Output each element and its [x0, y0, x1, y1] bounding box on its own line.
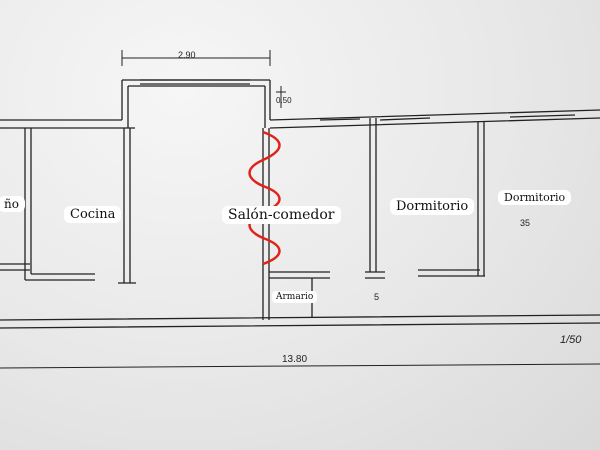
room-label-dormitorio-1: Dormitorio	[390, 198, 475, 215]
room-label-salon-comedor: Salón-comedor	[222, 206, 341, 224]
wall-window-bay	[121, 79, 271, 128]
dimension-wall-offset: 0.50	[276, 96, 292, 105]
scale-label: 1/50	[560, 334, 582, 346]
dimension-line-bottom	[0, 363, 600, 369]
room-label-bano: ño	[0, 196, 25, 212]
dimension-line-top	[121, 50, 271, 66]
note-35: 35	[520, 218, 531, 228]
wall-dorm1-right	[477, 122, 485, 276]
wall-bano-bottom	[0, 263, 30, 271]
wall-top-left	[0, 119, 135, 129]
red-zigzag-annotation	[248, 130, 281, 266]
room-label-dormitorio-2: Dormitorio	[498, 190, 572, 205]
wall-cocina-left	[24, 128, 32, 280]
window-mark-bay	[140, 79, 250, 85]
window-mark-right	[319, 114, 576, 121]
wall-cocina-bottom	[25, 273, 95, 281]
wall-top-right	[269, 109, 600, 129]
dimension-width-window: 2.90	[178, 50, 196, 60]
wall-dorm1-bottom	[365, 269, 485, 279]
wall-cocina-right	[118, 128, 136, 284]
room-label-cocina: Cocina	[64, 206, 122, 223]
wall-bottom	[0, 314, 600, 329]
note-5: 5	[374, 292, 380, 302]
wall-dorm1-left	[369, 118, 377, 272]
dimension-tick-offset	[276, 86, 286, 108]
dimension-total-length: 13.80	[282, 354, 308, 365]
room-label-armario: Armario	[272, 291, 318, 303]
